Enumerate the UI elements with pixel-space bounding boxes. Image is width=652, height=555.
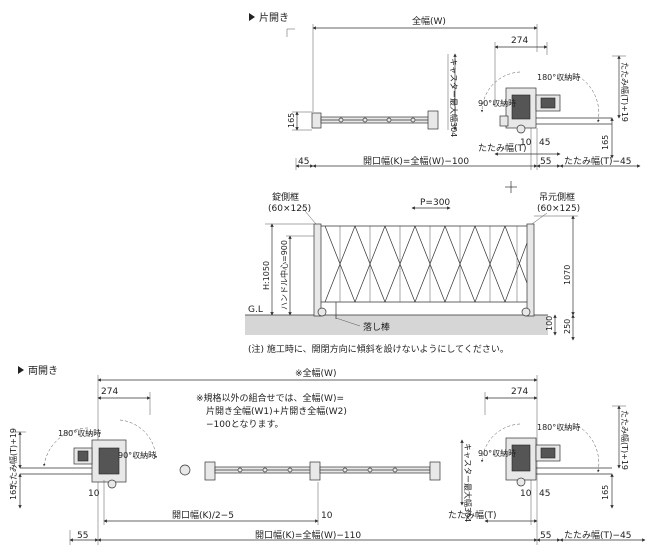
fold-90-label: 90°収納時	[478, 98, 516, 108]
double-gate-panels	[179, 461, 441, 481]
gate-lattice	[324, 225, 528, 303]
drop-rod-label: 落し棒	[363, 321, 390, 333]
corner-mark	[286, 28, 295, 37]
remark-line-3: −100となります。	[206, 419, 284, 430]
remark-line-1: ※規格以外の組合せでは、全幅(W)=	[196, 392, 344, 404]
fold-width-minus: たたみ幅(T)−45	[564, 155, 632, 167]
lock-post-label: 錠側框	[272, 191, 299, 203]
caster-width-label: キャスター最大幅304	[463, 443, 473, 522]
single-hinge-assembly	[480, 71, 612, 134]
opening-width-label: 開口幅(K)=全幅(W)−110	[255, 529, 361, 541]
handle-center-label: ハンドル中心=900	[279, 240, 289, 310]
lock-side-post	[313, 223, 322, 317]
fold-180-label: 180°収納時	[537, 72, 580, 82]
dim-250: 250	[563, 319, 572, 334]
dim-45-left: 45	[298, 157, 309, 167]
elevation-section: 錠側框 (60×125) P=300 吊元側框 (60×125) G.L 落し棒	[245, 191, 580, 355]
dim-10-center: 10	[321, 511, 333, 521]
double-heading: 両開き	[28, 365, 58, 377]
single-plan-section: 片開き 全幅(W) 274 キャスター最大幅304 16	[249, 11, 641, 193]
gl-label: G.L	[248, 305, 263, 315]
fold-width-t19-right: たたみ幅(T)+19	[620, 410, 630, 470]
dim-55-right: 55	[540, 531, 551, 541]
half-opening-label: 開口幅(K)/2−5	[172, 509, 234, 521]
crosshair-mark	[505, 181, 517, 193]
dim-55: 55	[540, 157, 551, 167]
fold-width-label: たたみ幅(T)	[478, 142, 527, 154]
ground-band	[245, 315, 548, 335]
fold-90-left: 90°収納時	[118, 450, 156, 460]
fold-width-t19-left: たたみ幅(T)+19	[8, 428, 18, 488]
hang-post-label: 吊元側框	[539, 191, 575, 203]
dim-165-left: 165	[287, 113, 296, 128]
dim-10: 10	[520, 138, 532, 148]
section-marker-icon	[18, 366, 24, 374]
fold-width-minus: たたみ幅(T)−45	[564, 529, 632, 541]
opening-width-label: 開口幅(K)=全幅(W)−100	[363, 155, 469, 167]
right-hinge-assembly	[480, 423, 612, 487]
single-gate-panel	[311, 110, 439, 130]
hang-side-post	[526, 223, 535, 317]
dim-274-right: 274	[511, 387, 528, 397]
fold-width-label: たたみ幅(T)	[448, 509, 497, 521]
dim-10-right: 10	[520, 489, 532, 499]
caster-width-label: キャスター最大幅304	[449, 58, 459, 137]
fold-90-right: 90°収納時	[478, 448, 516, 458]
single-heading: 片開き	[259, 11, 289, 24]
left-hinge-assembly	[20, 419, 158, 489]
dim-165-right: 165	[601, 485, 610, 500]
dim-55-left: 55	[77, 531, 88, 541]
dim-1070: 1070	[563, 265, 572, 285]
lock-post-size: (60×125)	[268, 204, 311, 214]
double-plan-section: 両開き ※全幅(W) 274 274 ※規格以外の組合せでは、全幅(W)= 片開…	[8, 365, 646, 545]
total-width-label: 全幅(W)	[412, 15, 446, 27]
fold-180-left: 180°収納時	[58, 428, 101, 438]
section-marker-icon	[249, 13, 255, 21]
dim-100: 100	[545, 316, 554, 331]
hang-post-size: (60×125)	[537, 204, 580, 214]
installation-note: (注) 施工時に、開閉方向に傾斜を設けないようにしてください。	[248, 343, 509, 355]
height-label: H:1050	[262, 261, 271, 290]
pitch-label: P=300	[420, 198, 450, 208]
dim-165-right: 165	[601, 135, 610, 150]
dim-45: 45	[539, 489, 550, 499]
remark-line-2: 片開き全幅(W1)+片開き全幅(W2)	[206, 405, 347, 417]
total-width-label: ※全幅(W)	[295, 367, 336, 379]
dim-274: 274	[511, 36, 528, 46]
fold-width-t19: たたみ幅(T)+19	[620, 62, 630, 122]
fold-180-right: 180°収納時	[537, 422, 580, 432]
dim-10-left: 10	[88, 489, 100, 499]
dim-45: 45	[539, 138, 550, 148]
dim-274-left: 274	[101, 387, 118, 397]
dim-165-left: 165	[9, 485, 18, 500]
